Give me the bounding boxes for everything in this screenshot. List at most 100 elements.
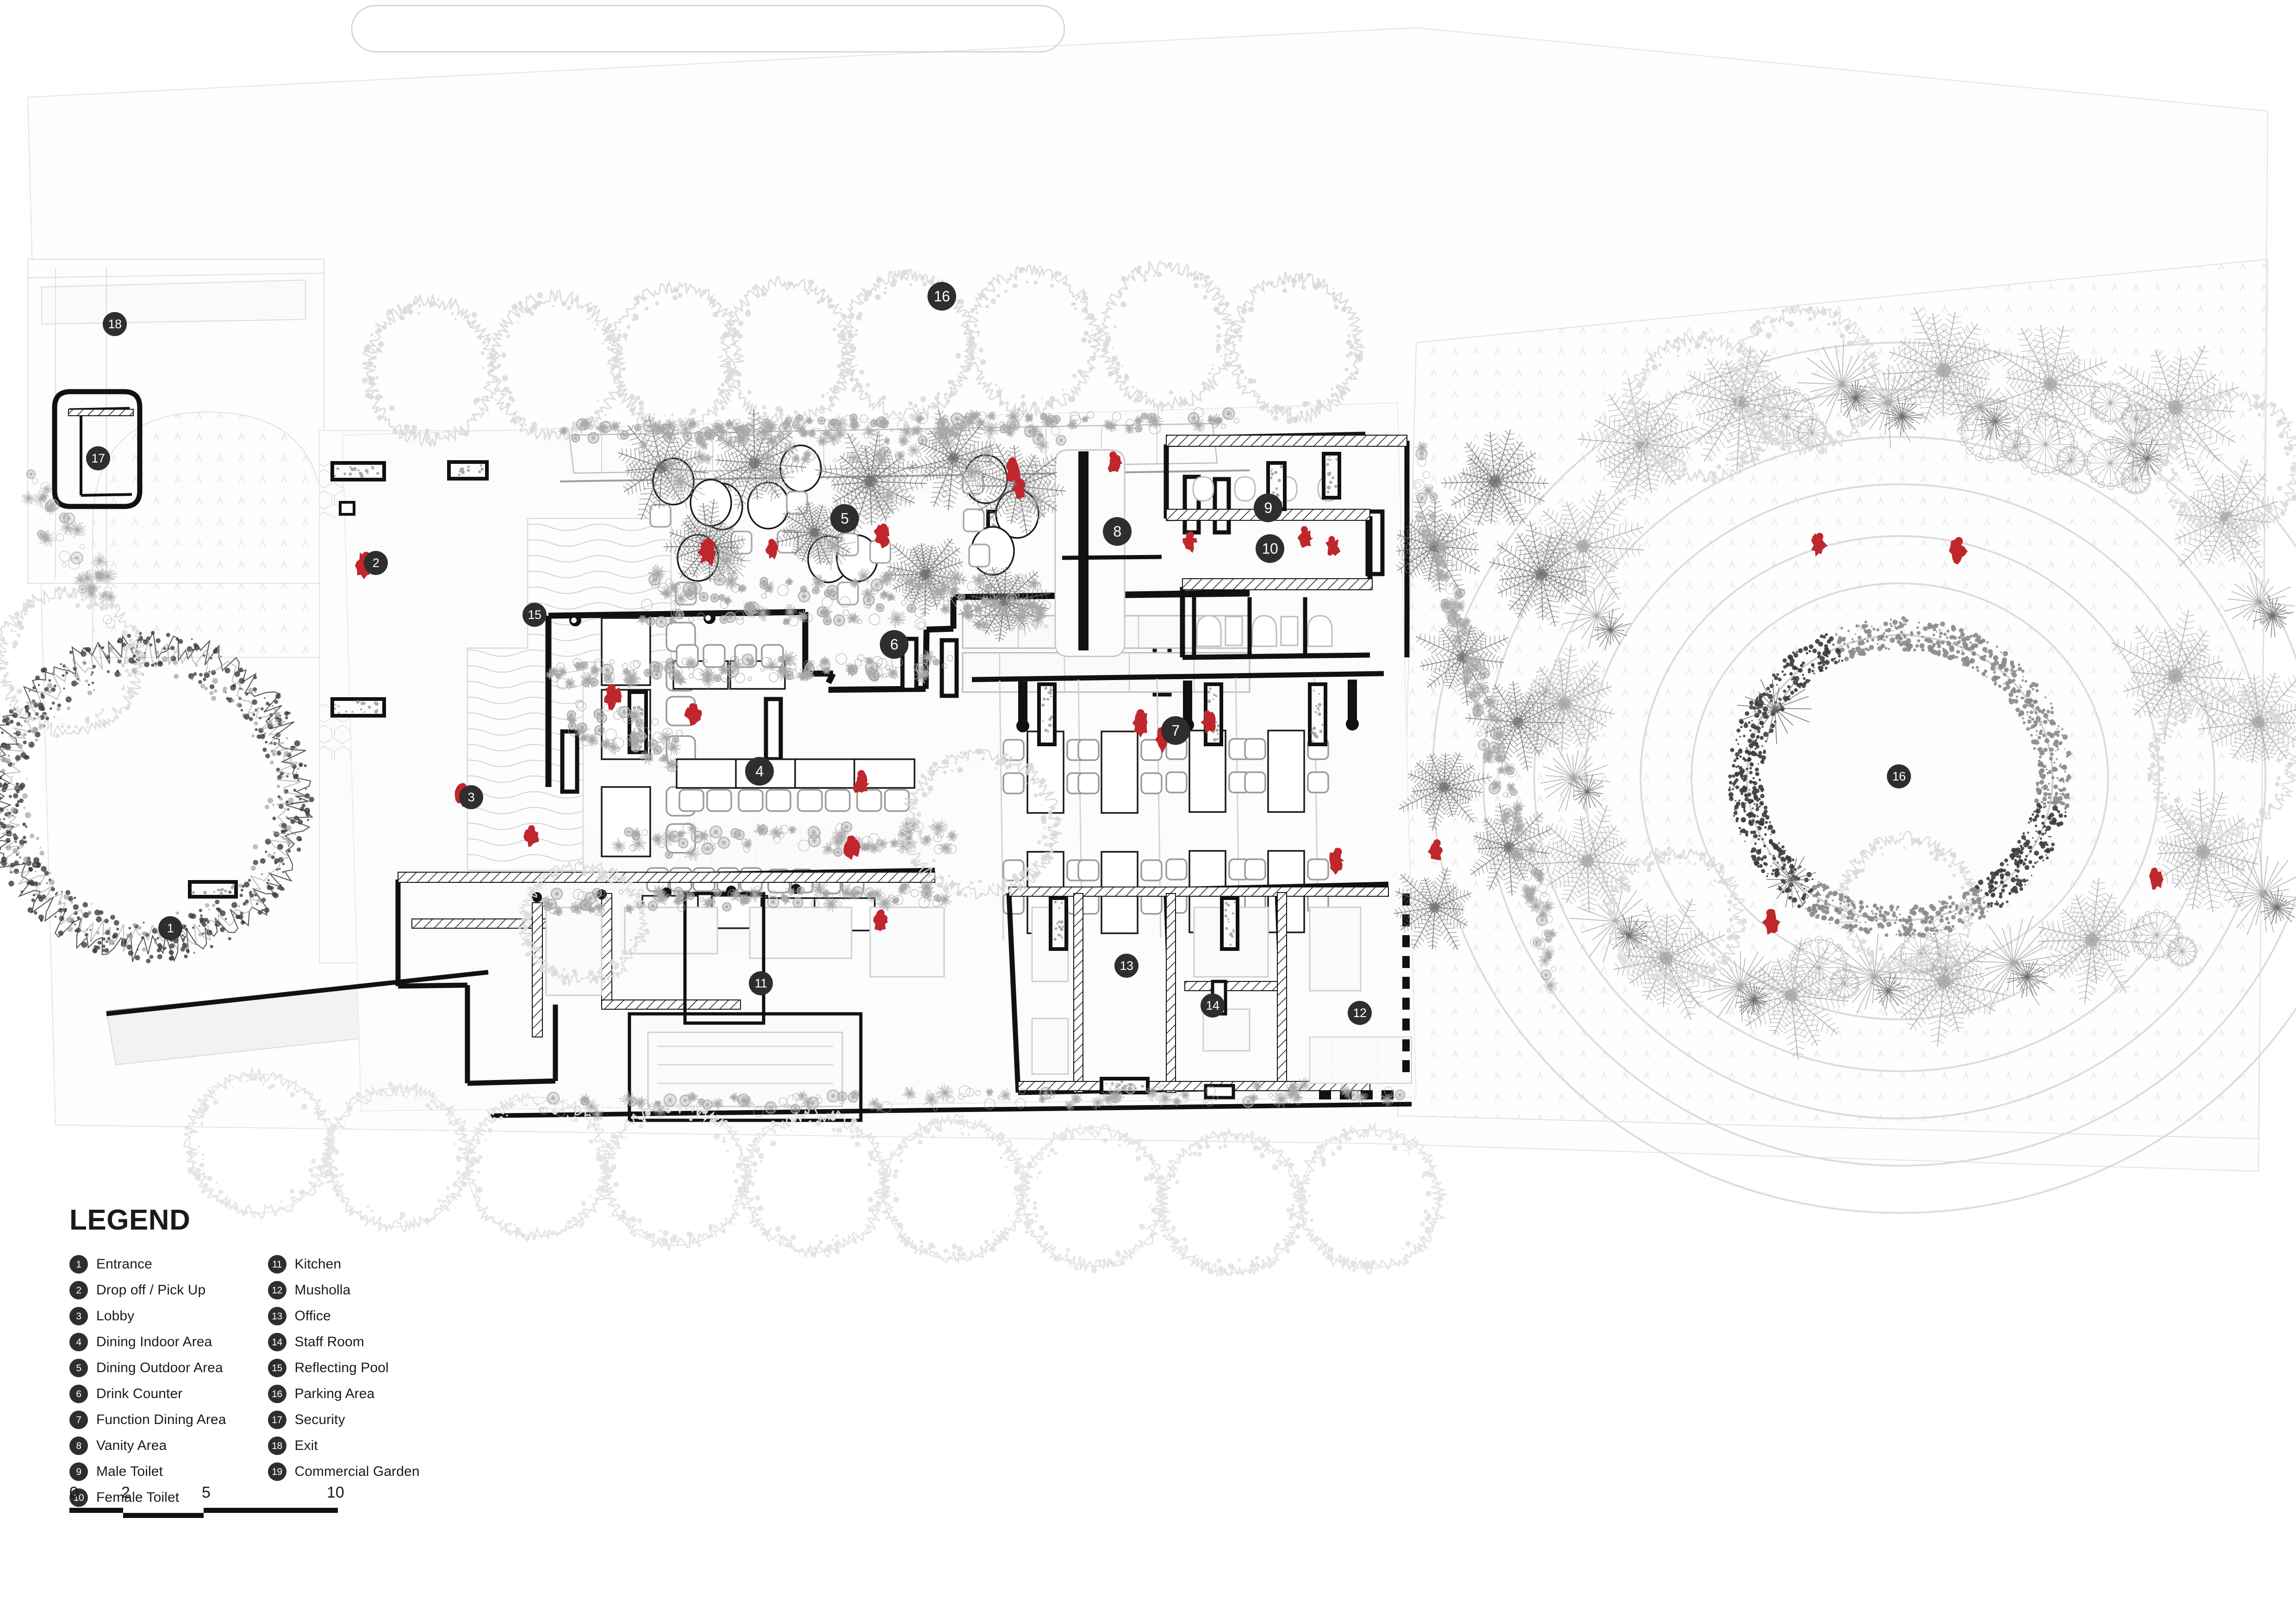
legend-title: LEGEND xyxy=(69,1204,420,1237)
legend-number-badge: 13 xyxy=(268,1307,286,1325)
legend-number-badge: 11 xyxy=(268,1255,286,1274)
legend-item-8: 8 Vanity Area xyxy=(69,1434,226,1458)
legend-number-badge: 1 xyxy=(69,1255,88,1274)
legend-item-label: Office xyxy=(295,1308,331,1324)
person-figure xyxy=(1949,538,1968,565)
legend-item-label: Dining Indoor Area xyxy=(96,1334,212,1350)
plan-marker-16-18: 16 xyxy=(1887,764,1911,788)
person-figure xyxy=(1182,532,1197,553)
legend-item-9: 9 Male Toilet xyxy=(69,1460,226,1484)
person-figure xyxy=(1132,709,1148,738)
legend-number-badge: 12 xyxy=(268,1281,286,1299)
legend-item-label: Female Toilet xyxy=(96,1490,179,1505)
legend-number-badge: 17 xyxy=(268,1411,286,1429)
person-figure xyxy=(1006,459,1020,482)
person-figure xyxy=(843,836,861,860)
legend-item-label: Exit xyxy=(295,1438,318,1454)
scale-segment-2-5 xyxy=(123,1513,204,1518)
legend-item-18: 18 Exit xyxy=(268,1434,420,1458)
legend-item-label: Staff Room xyxy=(295,1334,365,1350)
plan-marker-18-0: 18 xyxy=(103,312,127,336)
plan-marker-4-11: 4 xyxy=(745,757,774,786)
scale-bar-ticks: 0 2 5 10 xyxy=(69,1484,344,1508)
scale-tick-10: 10 xyxy=(327,1484,344,1502)
legend-item-label: Parking Area xyxy=(295,1386,375,1402)
legend-item-5: 5 Dining Outdoor Area xyxy=(69,1356,226,1380)
scale-bar: 0 2 5 10 xyxy=(69,1484,344,1524)
person-figure xyxy=(684,704,702,726)
plan-marker-2-2: 2 xyxy=(364,551,388,575)
legend-item-12: 12 Musholla xyxy=(268,1278,420,1302)
legend-item-label: Dining Outdoor Area xyxy=(96,1360,223,1376)
plan-marker-10-9: 10 xyxy=(1256,534,1284,563)
legend-item-2: 2 Drop off / Pick Up xyxy=(69,1278,226,1302)
scale-segment-0-2 xyxy=(69,1508,123,1513)
plan-marker-15-3: 15 xyxy=(523,603,547,627)
legend-number-badge: 18 xyxy=(268,1437,286,1455)
legend-item-label: Drop off / Pick Up xyxy=(96,1282,205,1298)
legend-number-badge: 14 xyxy=(268,1333,286,1351)
person-figure xyxy=(1762,909,1781,935)
legend-number-badge: 19 xyxy=(268,1462,286,1481)
plan-marker-12-17: 12 xyxy=(1348,1001,1372,1025)
scale-segment-5-10 xyxy=(204,1508,338,1513)
plan-marker-3-10: 3 xyxy=(459,785,483,809)
person-figure xyxy=(852,772,870,793)
legend-item-label: Function Dining Area xyxy=(96,1412,226,1428)
legend-item-label: Kitchen xyxy=(295,1256,342,1272)
legend-item-label: Lobby xyxy=(96,1308,134,1324)
legend-item-7: 7 Function Dining Area xyxy=(69,1408,226,1432)
legend-number-badge: 16 xyxy=(268,1385,286,1403)
legend-number-badge: 10 xyxy=(69,1488,88,1507)
legend-number-badge: 2 xyxy=(69,1281,88,1299)
legend-item-label: Drink Counter xyxy=(96,1386,182,1402)
legend-number-badge: 15 xyxy=(268,1359,286,1377)
scale-bar-segments xyxy=(69,1508,338,1524)
plan-marker-11-14: 11 xyxy=(749,971,773,995)
plan-marker-8-7: 8 xyxy=(1103,517,1132,546)
person-figure xyxy=(1108,455,1123,473)
plan-marker-13-15: 13 xyxy=(1114,954,1139,978)
legend-item-3: 3 Lobby xyxy=(69,1304,226,1328)
person-figure xyxy=(765,538,778,560)
person-figure xyxy=(523,829,539,847)
legend-item-label: Musholla xyxy=(295,1282,351,1298)
person-figure xyxy=(697,542,716,567)
person-figure xyxy=(1811,533,1828,557)
person-figure xyxy=(1011,479,1027,500)
plan-marker-14-16: 14 xyxy=(1201,993,1225,1018)
legend-number-badge: 3 xyxy=(69,1307,88,1325)
legend-item-14: 14 Staff Room xyxy=(268,1330,420,1354)
legend-item-label: Commercial Garden xyxy=(295,1464,420,1480)
legend-item-17: 17 Security xyxy=(268,1408,420,1432)
legend-number-badge: 4 xyxy=(69,1333,88,1351)
plan-marker-5-5: 5 xyxy=(830,504,859,533)
legend-item-label: Vanity Area xyxy=(96,1438,167,1454)
person-figure xyxy=(604,687,622,711)
scale-tick-2: 2 xyxy=(121,1484,130,1502)
legend-number-badge: 8 xyxy=(69,1437,88,1455)
legend-item-label: Security xyxy=(295,1412,345,1428)
legend-number-badge: 7 xyxy=(69,1411,88,1429)
scale-tick-0: 0 xyxy=(69,1484,78,1502)
legend-item-13: 13 Office xyxy=(268,1304,420,1328)
plan-marker-17-1: 17 xyxy=(86,446,110,470)
legend-item-16: 16 Parking Area xyxy=(268,1382,420,1406)
legend-number-badge: 5 xyxy=(69,1359,88,1377)
plan-marker-16-4: 16 xyxy=(927,282,956,311)
plan-marker-1-13: 1 xyxy=(158,916,182,940)
legend-item-label: Male Toilet xyxy=(96,1464,163,1480)
legend-number-badge: 9 xyxy=(69,1462,88,1481)
person-figure xyxy=(1297,528,1313,548)
plan-marker-7-12: 7 xyxy=(1161,716,1190,745)
scale-tick-5: 5 xyxy=(202,1484,211,1502)
person-figure xyxy=(1201,712,1216,734)
